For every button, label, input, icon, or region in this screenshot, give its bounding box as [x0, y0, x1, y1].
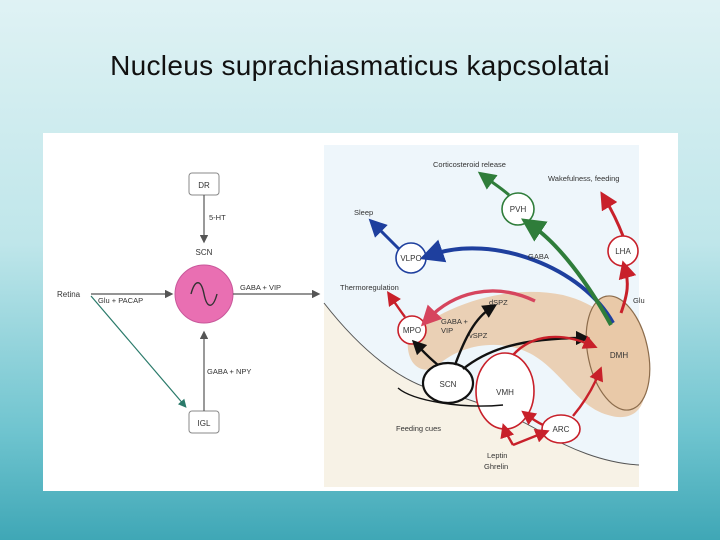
- diagram-svg: DR 5-HT SCN GABA + VIP Retina Glu + PACA…: [57, 145, 651, 487]
- wakefulness-label: Wakefulness, feeding: [548, 174, 619, 183]
- arc-to-dmh-arrow: [572, 366, 604, 417]
- gaba-vip-label-1: GABA +: [441, 317, 469, 326]
- dmh-label: DMH: [610, 351, 628, 360]
- dspz-label: dSPZ: [489, 298, 508, 307]
- igl-to-scn-label: GABA + NPY: [207, 367, 251, 376]
- corticosteroid-label: Corticosteroid release: [433, 160, 506, 169]
- lha-output-arrow: [600, 191, 625, 237]
- mpo-output-arrow: [387, 291, 406, 318]
- feeding-cues-label: Feeding cues: [396, 424, 441, 433]
- hypothalamus-band: [407, 291, 645, 418]
- gaba-vip-label-2: VIP: [441, 326, 453, 335]
- sine-wave-icon: [190, 282, 218, 306]
- retina-label: Retina: [57, 290, 81, 299]
- ghrelin-label: Ghrelin: [484, 462, 508, 471]
- vmh-to-dmh-arrow: [512, 335, 598, 356]
- glu-dmh-to-lha-arrow: [618, 260, 637, 314]
- dmh-to-mpo-arrow: [420, 289, 536, 327]
- dr-to-scn-label: 5-HT: [209, 213, 226, 222]
- pvh-output-arrow: [477, 171, 510, 197]
- vlpo-label: VLPO: [400, 254, 421, 263]
- left-scn-label: SCN: [196, 248, 213, 257]
- vlpo-output-arrow: [368, 218, 401, 251]
- right-scn-label: SCN: [440, 380, 457, 389]
- lha-label: LHA: [615, 247, 631, 256]
- right-diagram: DMH VMH ARC SCN MPO VLPO PVH LHA GABA Gl…: [323, 145, 651, 487]
- slide-title: Nucleus suprachiasmaticus kapcsolatai: [110, 50, 610, 81]
- scn-to-mpo-arrow: [411, 339, 439, 366]
- vspz-label: vSPZ: [469, 331, 488, 340]
- sleep-label: Sleep: [354, 208, 373, 217]
- arc-label: ARC: [553, 425, 570, 434]
- dmh-to-pvh-arrow: [521, 218, 613, 326]
- igl-label: IGL: [198, 419, 211, 428]
- arc-to-vmh-arrow: [521, 410, 544, 427]
- left-diagram: DR 5-HT SCN GABA + VIP Retina Glu + PACA…: [57, 172, 321, 434]
- pvh-node: [501, 192, 535, 226]
- vmh-label: VMH: [496, 388, 514, 397]
- retina-to-igl-arrow: [90, 295, 187, 408]
- scn-to-vspz-arrow: [462, 330, 591, 370]
- optic-chiasm-line: [397, 387, 504, 407]
- mpo-label: MPO: [403, 326, 421, 335]
- scn-connections-figure: DR 5-HT SCN GABA + VIP Retina Glu + PACA…: [43, 133, 678, 491]
- retina-to-scn-label: Glu + PACAP: [98, 296, 143, 305]
- gaba-label: GABA: [528, 252, 549, 261]
- leptin-to-arc-arrow: [512, 428, 550, 447]
- brain-lower-region: [324, 303, 639, 487]
- scn-output-label: GABA + VIP: [240, 283, 281, 292]
- leptin-label: Leptin: [487, 451, 507, 460]
- dr-label: DR: [198, 181, 210, 190]
- scn-to-dspz-arrow: [453, 304, 498, 366]
- thermoregulation-label: Thermoregulation: [340, 283, 399, 292]
- pvh-label: PVH: [510, 205, 527, 214]
- glu-label: Glu: [633, 296, 645, 305]
- leptin-to-vmh-arrow: [500, 423, 515, 446]
- right-scn-node: [421, 361, 475, 405]
